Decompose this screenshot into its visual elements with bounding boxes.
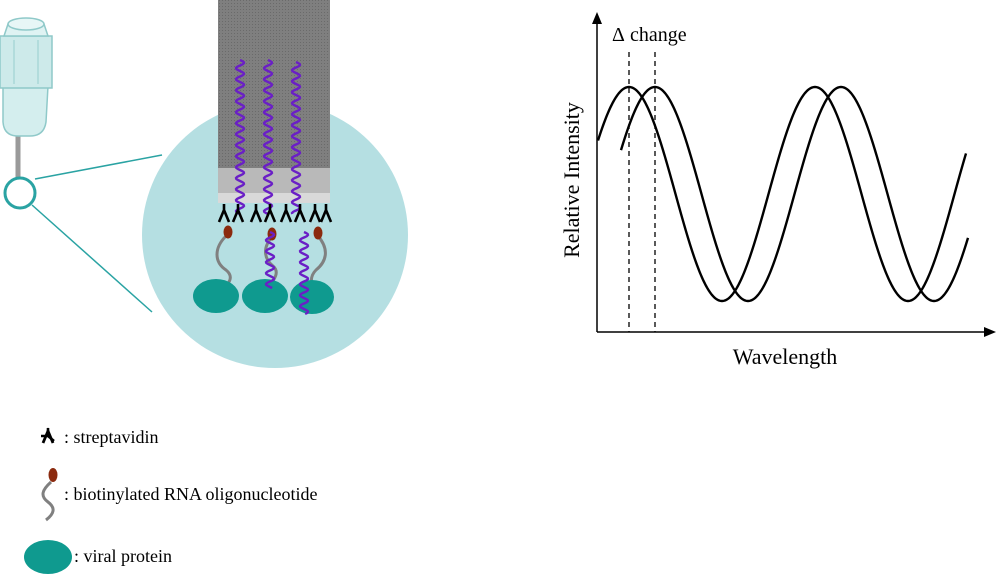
rna-strands: [234, 58, 302, 216]
legend-label-streptavidin: : streptavidin: [64, 427, 158, 447]
zoom-line-top: [34, 154, 163, 180]
biotinylated-rna-icon: [41, 468, 58, 522]
probe-cap-top: [7, 17, 45, 31]
viral-protein: [193, 279, 239, 313]
spectrum-curve-original: [596, 85, 968, 303]
viral-protein-icon: [24, 540, 72, 574]
zoomed-sensor-view: [142, 0, 408, 368]
zoom-line-bottom: [31, 204, 153, 313]
streptavidin-icon: [319, 204, 333, 223]
y-axis-label: Relative Intensity: [559, 102, 584, 258]
y-axis-arrow: [592, 12, 602, 24]
probe-barrel: [2, 85, 49, 137]
delta-label: change: [630, 24, 687, 46]
streptavidin-icon: [249, 204, 263, 223]
fiber-surface: [218, 193, 330, 203]
streptavidin-row: [217, 204, 333, 223]
legend: : streptavidin : biotinylated RNA oligon…: [24, 427, 317, 574]
probe-hub: [0, 35, 53, 89]
streptavidin-icon: [41, 427, 55, 444]
streptavidin-icon: [231, 204, 245, 223]
biotin-dot: [313, 226, 323, 240]
streptavidin-icon: [293, 204, 307, 223]
legend-label-viral-protein: : viral protein: [74, 546, 172, 566]
x-axis-arrow: [984, 327, 996, 337]
fiber-tip: [218, 0, 330, 168]
streptavidin-icon: [217, 204, 231, 223]
spectrum-curve-shifted: [619, 85, 970, 303]
rna-strand: [264, 230, 276, 290]
rna-strand: [298, 230, 310, 316]
viral-protein: [242, 279, 288, 313]
delta-symbol: Δ: [612, 24, 625, 46]
rna-strands-front: [264, 230, 310, 316]
rna-strand: [262, 58, 274, 216]
rna-strand: [290, 60, 302, 215]
x-axis-label: Wavelength: [733, 344, 838, 369]
viral-protein: [290, 280, 334, 314]
fiber-coating: [218, 168, 330, 193]
legend-label-rna: : biotinylated RNA oligonucleotide: [64, 484, 317, 504]
streptavidin-icon: [263, 204, 277, 223]
streptavidin-icon: [308, 204, 322, 223]
rna-strand: [234, 58, 246, 216]
biotin-dot: [223, 225, 233, 239]
spectrum-plot: Δ change Relative Intensity Wavelength: [559, 12, 996, 369]
fiber-probe: [0, 17, 163, 313]
streptavidin-icon: [279, 204, 293, 223]
zoom-ring: [3, 176, 37, 210]
